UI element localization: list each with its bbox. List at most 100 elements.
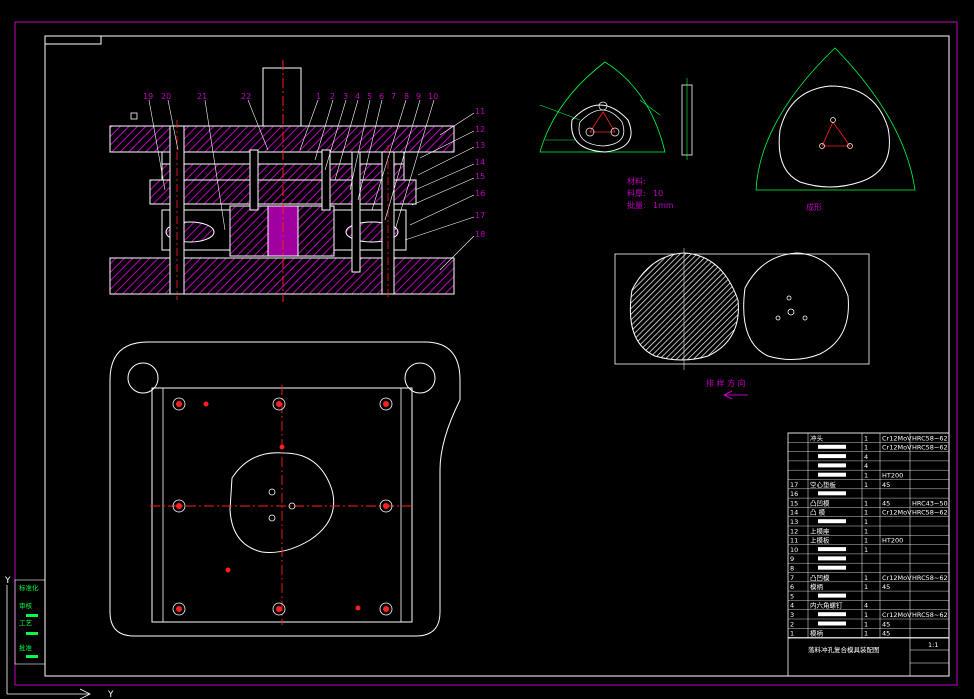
bom-placeholder-bar xyxy=(818,491,846,496)
bom-cell-qty: 1 xyxy=(864,481,868,489)
bom-cell-mat: HT200 xyxy=(882,537,903,545)
balloon-1: 1 xyxy=(316,92,321,101)
sheet-frame xyxy=(14,21,958,686)
note-material: 材料: xyxy=(627,176,646,186)
bom-cell-no: 8 xyxy=(790,565,794,573)
bom-cell-mat: 45 xyxy=(882,499,890,507)
product-label: 成形 xyxy=(806,202,822,212)
bom-cell-note: HRC43~50 xyxy=(912,499,948,507)
bom-placeholder-bar xyxy=(818,547,846,552)
svg-text:Y: Y xyxy=(107,690,114,699)
balloon-13: 13 xyxy=(475,141,485,150)
bom-cell-name: 模柄 xyxy=(810,629,824,638)
stamp-standard: 标准化 xyxy=(19,583,39,592)
bom-cell-qty: 1 xyxy=(864,499,868,507)
bom-cell-note: HRC58~62 xyxy=(912,574,948,582)
bom-cell-mat: Cr12MoV xyxy=(882,434,912,442)
bom-placeholder-bar xyxy=(818,454,846,459)
bom-cell-no: 7 xyxy=(790,574,794,582)
balloon-15: 15 xyxy=(475,172,485,181)
bom-cell-mat: Cr12MoV xyxy=(882,611,912,619)
bom-cell-qty: 4 xyxy=(864,462,868,470)
bom-cell-name: 空心垫板 xyxy=(810,480,837,489)
strip-direction-label: 排 样 方 向 xyxy=(706,378,746,388)
bom-placeholder-bar xyxy=(818,565,846,570)
bom-cell-qty: 1 xyxy=(864,583,868,591)
balloon-14: 14 xyxy=(475,158,485,167)
balloon-22: 22 xyxy=(241,92,251,101)
bom-placeholder-bar xyxy=(818,556,846,561)
balloon-17: 17 xyxy=(475,211,485,220)
bom-placeholder-bar xyxy=(818,612,846,617)
bom-cell-no: 17 xyxy=(790,481,798,489)
svg-text:Y: Y xyxy=(4,576,11,586)
bom-cell-no: 10 xyxy=(790,546,798,554)
stamp-review: 审核 xyxy=(19,601,33,610)
bom-cell-no: 16 xyxy=(790,490,798,498)
bom-cell-no: 6 xyxy=(790,583,794,591)
bom-cell-no: 15 xyxy=(790,499,798,507)
bom-placeholder-bar xyxy=(818,472,846,477)
ucs-axis-icon: Y Y xyxy=(4,576,114,699)
bom-cell-qty: 4 xyxy=(864,602,868,610)
bom-cell-name: 凸凹模 xyxy=(810,573,830,582)
lower-die-plan-view xyxy=(109,341,461,637)
bom-cell-mat: HT200 xyxy=(882,472,903,480)
strip-layout-view: 排 样 方 向 xyxy=(614,248,870,400)
bom-cell-no: 3 xyxy=(790,611,794,619)
bom-cell-no: 4 xyxy=(790,602,794,610)
bom-cell-name: 内六角螺钉 xyxy=(810,601,843,610)
title-block: 落料冲孔复合模具装配图 1:1 xyxy=(787,637,950,677)
bom-cell-no: 5 xyxy=(790,592,794,600)
note-batch-value: 1mm xyxy=(653,201,674,210)
balloon-21: 21 xyxy=(197,92,207,101)
balloon-4: 4 xyxy=(355,92,360,101)
bom-placeholder-bar xyxy=(818,463,846,468)
balloon-3: 3 xyxy=(343,92,348,101)
bom-cell-mat: 45 xyxy=(882,481,890,489)
balloon-20: 20 xyxy=(161,92,171,101)
bom-cell-mat: Cr12MoV xyxy=(882,444,912,452)
bom-cell-name: 上模板 xyxy=(810,536,830,545)
bom-cell-qty: 1 xyxy=(864,518,868,526)
bom-cell-qty: 1 xyxy=(864,472,868,480)
bom-cell-no: 11 xyxy=(790,537,798,545)
bom-cell-mat: 45 xyxy=(882,583,890,591)
balloon-19: 19 xyxy=(143,92,153,101)
bom-cell-name: 凸 模 xyxy=(810,508,826,517)
product-detail-view: 材料: 料厚: 10 批量: 1mm 成形 xyxy=(539,47,916,212)
bom-cell-mat: 45 xyxy=(882,620,890,628)
balloon-8: 8 xyxy=(404,92,409,101)
balloon-9: 9 xyxy=(416,92,421,101)
balloon-6: 6 xyxy=(379,92,384,101)
bom-cell-note: HRC58~62 xyxy=(912,444,948,452)
bom-cell-qty: 1 xyxy=(864,630,868,638)
balloon-2: 2 xyxy=(330,92,335,101)
bom-placeholder-bar xyxy=(818,519,846,524)
bom-placeholder-bar xyxy=(818,593,846,598)
bom-cell-name: 上模座 xyxy=(810,526,830,535)
bom-cell-no: 9 xyxy=(790,555,794,563)
drawing-title: 落料冲孔复合模具装配图 xyxy=(808,645,880,654)
bom-cell-mat: Cr12MoV xyxy=(882,574,912,582)
bom-cell-no: 13 xyxy=(790,518,798,526)
bom-cell-name: 模柄 xyxy=(810,582,824,591)
balloon-10: 10 xyxy=(428,92,438,101)
bom-cell-qty: 1 xyxy=(864,444,868,452)
note-thickness-label: 料厚: xyxy=(627,188,646,198)
balloon-16: 16 xyxy=(475,189,485,198)
bom-cell-no: 14 xyxy=(790,509,798,517)
bom-cell-no: 1 xyxy=(790,630,794,638)
stamp-process: 工艺 xyxy=(19,619,33,627)
stamp-approve: 批准 xyxy=(19,643,33,652)
bom-cell-qty: 1 xyxy=(864,546,868,554)
balloon-7: 7 xyxy=(391,92,396,101)
drawing-scale: 1:1 xyxy=(928,641,938,649)
note-batch-label: 批量: xyxy=(627,200,646,210)
assembly-section-view: 19 20 21 22 1 2 3 4 5 6 7 8 9 10 11 12 1… xyxy=(109,60,485,302)
bom-cell-note: HRC58~62 xyxy=(912,611,948,619)
bom-cell-qty: 1 xyxy=(864,527,868,535)
note-thickness-value: 10 xyxy=(653,189,663,198)
